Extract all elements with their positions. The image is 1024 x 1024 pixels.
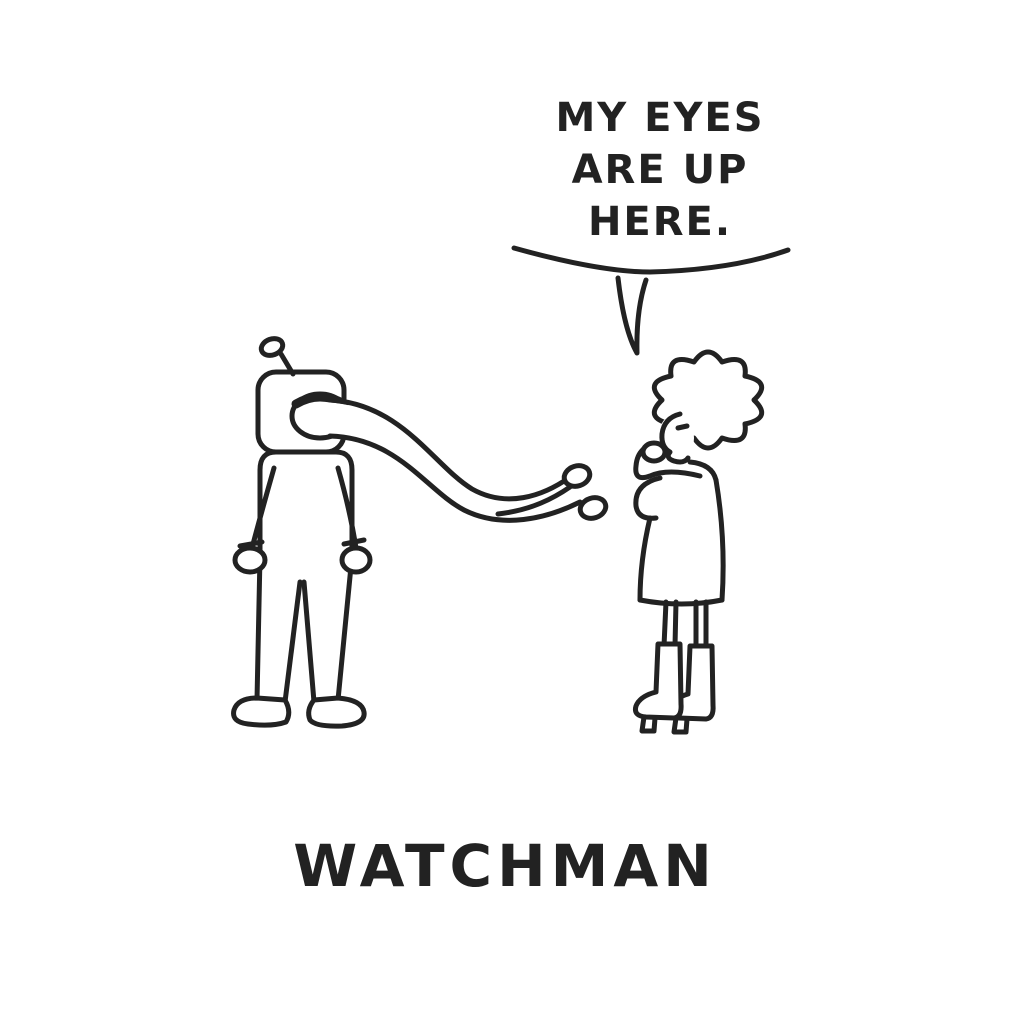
robot-cuff-left (237, 539, 265, 549)
robot-hand-left (232, 545, 268, 575)
robot-leg-left-outer (254, 553, 263, 703)
robot-foot-left (231, 695, 292, 728)
eyestalk-split (495, 484, 573, 517)
woman-shoulder (687, 459, 719, 483)
woman-boot-right-heel (671, 715, 690, 735)
eyestalk-band-fill (322, 402, 590, 525)
robot-cuff-right (341, 537, 367, 547)
woman-boot-left-heel (639, 714, 658, 734)
robot-arm-left (249, 465, 277, 551)
woman-eye (675, 423, 690, 431)
speech-line-3: HERE. (587, 199, 733, 245)
robot-hand-right (339, 545, 373, 575)
speech-bubble-text: MY EYES ARE UP HERE. (525, 92, 795, 248)
robot-eyeball-bottom (577, 495, 609, 521)
robot-legs-fill (257, 556, 352, 702)
speech-bubble (511, 245, 791, 356)
woman-figure (633, 349, 765, 735)
caption-title: WATCHMAN (293, 832, 717, 900)
woman-dress-left (637, 515, 653, 603)
eyestalk-bottom-edge (327, 433, 583, 523)
woman-leg-left-b (672, 599, 679, 649)
woman-arm (633, 443, 703, 481)
robot-antenna-stem (278, 351, 296, 377)
woman-hand (640, 440, 668, 464)
woman-leg-left-a (661, 599, 669, 649)
robot-figure (231, 336, 609, 729)
woman-dress-hem (637, 597, 725, 607)
robot-leg-right-outer (335, 553, 355, 703)
robot-eyeball-top (561, 463, 593, 489)
robot-leg-left-inner (282, 579, 303, 705)
speech-line-2: ARE UP (571, 147, 749, 193)
robot-antenna-ball (258, 336, 286, 358)
speech-bubble-tail (615, 275, 649, 356)
eyestalk-top-edge (327, 397, 573, 502)
robot-leg-right-inner (301, 579, 317, 705)
woman-face-profile (659, 411, 691, 465)
robot-foot-right (306, 695, 367, 729)
woman-boot-left (633, 641, 684, 721)
speech-bubble-arc (511, 245, 791, 275)
woman-dress-right (713, 477, 726, 603)
woman-bust (633, 475, 663, 521)
speech-line-1: MY EYES (555, 95, 765, 141)
